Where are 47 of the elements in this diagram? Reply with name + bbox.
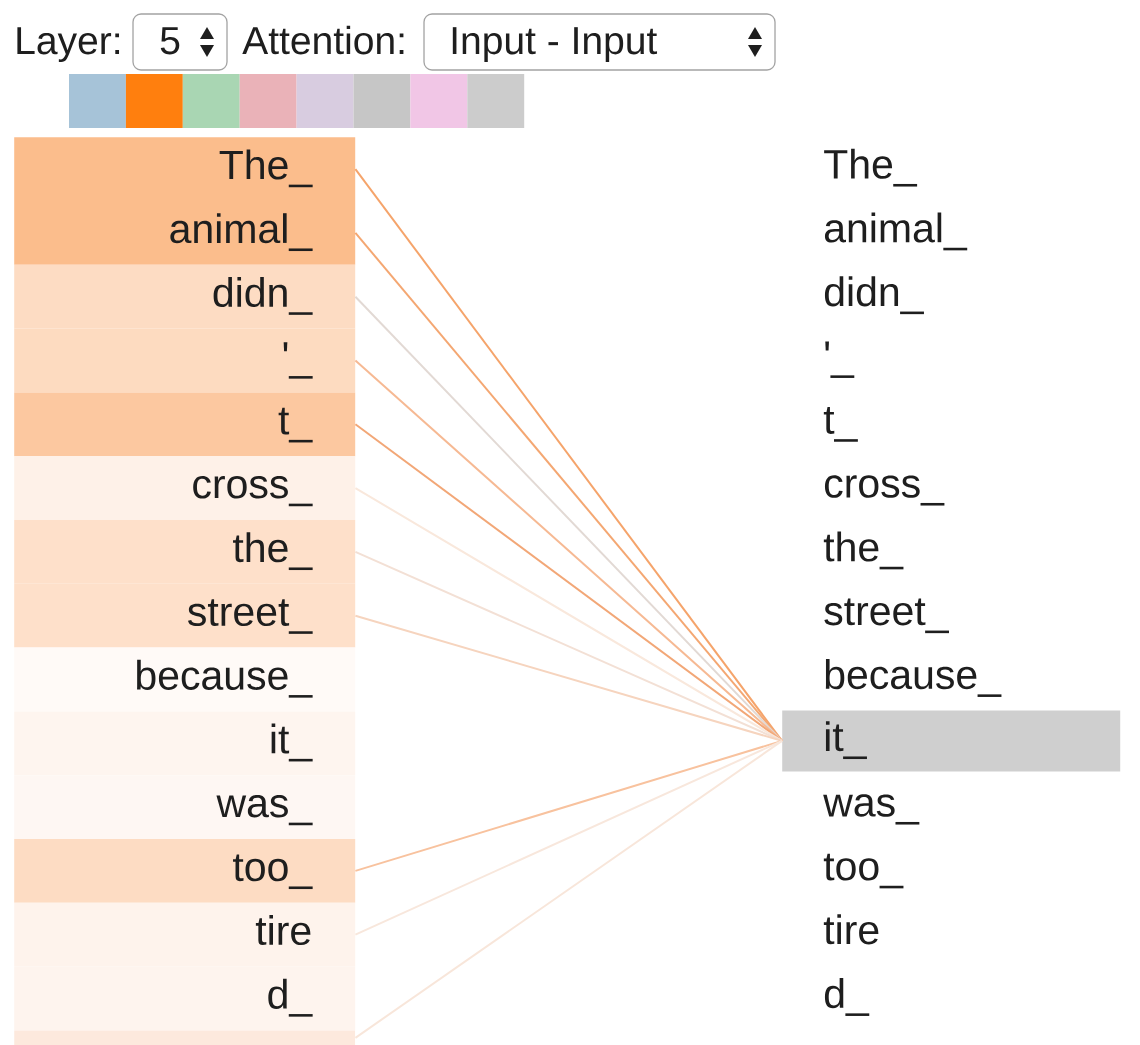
field-label: Layer: bbox=[17, 27, 119, 63]
token-text: t_ bbox=[823, 407, 858, 442]
token-cell: d_ bbox=[14, 966, 356, 1031]
token-cell: '_ bbox=[14, 328, 356, 393]
attention-line bbox=[354, 614, 783, 742]
token-text: tire bbox=[823, 914, 879, 945]
token-cell: the_ bbox=[14, 520, 356, 584]
token-text: cross_ bbox=[824, 475, 945, 506]
node-label: tire bbox=[255, 915, 311, 946]
node-label: d_ bbox=[268, 978, 313, 1017]
node-label: didn_ bbox=[213, 277, 313, 315]
token-cell: cross_ bbox=[14, 456, 356, 520]
token-cell: animal_ bbox=[14, 201, 356, 265]
token-text: was_ bbox=[823, 794, 920, 825]
token-cell: didn_ bbox=[14, 264, 356, 329]
token-text: d_ bbox=[824, 978, 870, 1016]
node-label: it_ bbox=[271, 723, 313, 762]
node-label: street_ bbox=[188, 599, 313, 634]
node-label: was_ bbox=[216, 795, 313, 826]
token-cell: street_ bbox=[14, 583, 356, 648]
attention-line bbox=[354, 739, 783, 936]
token-cell: too_ bbox=[14, 839, 356, 903]
attention-line bbox=[354, 487, 783, 742]
token-text: too_ bbox=[823, 853, 904, 889]
token-cell: t_ bbox=[14, 392, 356, 457]
selected-token-cell: it_ bbox=[782, 710, 1121, 772]
token-text: street_ bbox=[824, 598, 949, 634]
node-label: animal_ bbox=[170, 213, 313, 252]
attention-line bbox=[354, 739, 783, 1039]
node-label: the_ bbox=[233, 532, 313, 571]
token-cell bbox=[14, 1030, 356, 1045]
token-cell: The_ bbox=[14, 137, 356, 201]
token-text: The_ bbox=[824, 148, 918, 187]
dropdown: 5 bbox=[132, 13, 228, 71]
token-text: didn_ bbox=[824, 276, 924, 315]
token-text: animal_ bbox=[824, 212, 968, 251]
token-text: the_ bbox=[823, 531, 904, 570]
node-label: The_ bbox=[219, 149, 313, 188]
field-label: Attention: bbox=[242, 25, 404, 55]
token-cell: tire bbox=[14, 902, 356, 967]
node-label: '_ bbox=[283, 342, 313, 379]
token-cell: it_ bbox=[14, 711, 356, 776]
token-text: '_ bbox=[825, 341, 855, 378]
dropdown: Input - Input bbox=[423, 13, 776, 71]
token-text: because_ bbox=[825, 659, 1002, 697]
token-cell: was_ bbox=[14, 775, 356, 839]
token-cell: because_ bbox=[14, 647, 356, 712]
